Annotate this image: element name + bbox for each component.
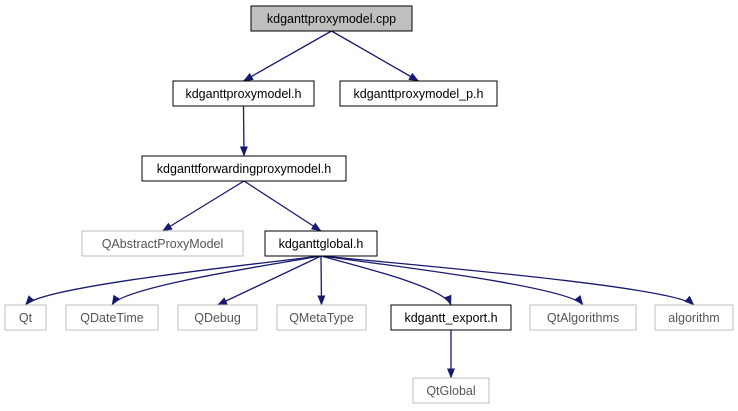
edge-fwd_h-to-global_h xyxy=(243,180,322,232)
node-qdatetime: QDateTime xyxy=(65,304,159,331)
edge-cpp-to-proxy_p_h xyxy=(331,30,419,82)
node-kdganttforwardingproxymodel-h[interactable]: kdganttforwardingproxymodel.h xyxy=(141,155,347,182)
node-label: QMetaType xyxy=(289,311,354,325)
node-qt: Qt xyxy=(4,304,47,331)
node-kdganttglobal-h[interactable]: kdganttglobal.h xyxy=(264,230,378,257)
node-kdganttproxymodel-cpp[interactable]: kdganttproxymodel.cpp xyxy=(250,5,413,32)
node-label: kdganttforwardingproxymodel.h xyxy=(157,162,331,176)
node-qtglobal: QtGlobal xyxy=(412,377,490,404)
node-label: algorithm xyxy=(668,311,719,325)
node-qdebug: QDebug xyxy=(177,304,258,331)
node-qabstractproxymodel: QAbstractProxyModel xyxy=(81,230,244,257)
node-label: QDebug xyxy=(194,311,241,325)
edge-global_h-to-export_h xyxy=(320,255,452,306)
node-kdganttproxymodel-h[interactable]: kdganttproxymodel.h xyxy=(172,80,315,107)
node-label: kdganttproxymodel_p.h xyxy=(354,87,484,101)
node-label: kdganttglobal.h xyxy=(279,237,364,251)
node-label: Qt xyxy=(19,311,33,325)
edge-cpp-to-proxy_h xyxy=(243,30,332,82)
edge-global_h-to-qmetatype xyxy=(317,255,326,306)
node-label: QAbstractProxyModel xyxy=(102,237,224,251)
edge-global_h-to-qdatetime xyxy=(111,255,322,306)
node-algorithm: algorithm xyxy=(654,304,734,331)
node-kdgantt-export-h[interactable]: kdgantt_export.h xyxy=(390,304,512,331)
node-qtalgorithms: QtAlgorithms xyxy=(529,304,637,331)
edge-global_h-to-qt xyxy=(25,255,322,306)
node-label: QDateTime xyxy=(80,311,143,325)
node-label: kdganttproxymodel.h xyxy=(185,87,301,101)
node-label: QtGlobal xyxy=(426,384,475,398)
edges-layer xyxy=(25,30,695,379)
edge-fwd_h-to-qabstract xyxy=(162,180,245,232)
edge-global_h-to-qdebug xyxy=(217,255,322,306)
node-label: kdganttproxymodel.cpp xyxy=(267,12,396,26)
node-label: kdgantt_export.h xyxy=(404,311,497,325)
edge-global_h-to-qtalgorithms xyxy=(320,255,584,306)
node-qmetatype: QMetaType xyxy=(276,304,367,331)
edge-proxy_h-to-fwd_h xyxy=(239,105,248,157)
node-label: QtAlgorithms xyxy=(547,311,619,325)
node-kdganttproxymodel-p-h[interactable]: kdganttproxymodel_p.h xyxy=(339,80,498,107)
edge-global_h-to-algorithm xyxy=(320,255,695,306)
